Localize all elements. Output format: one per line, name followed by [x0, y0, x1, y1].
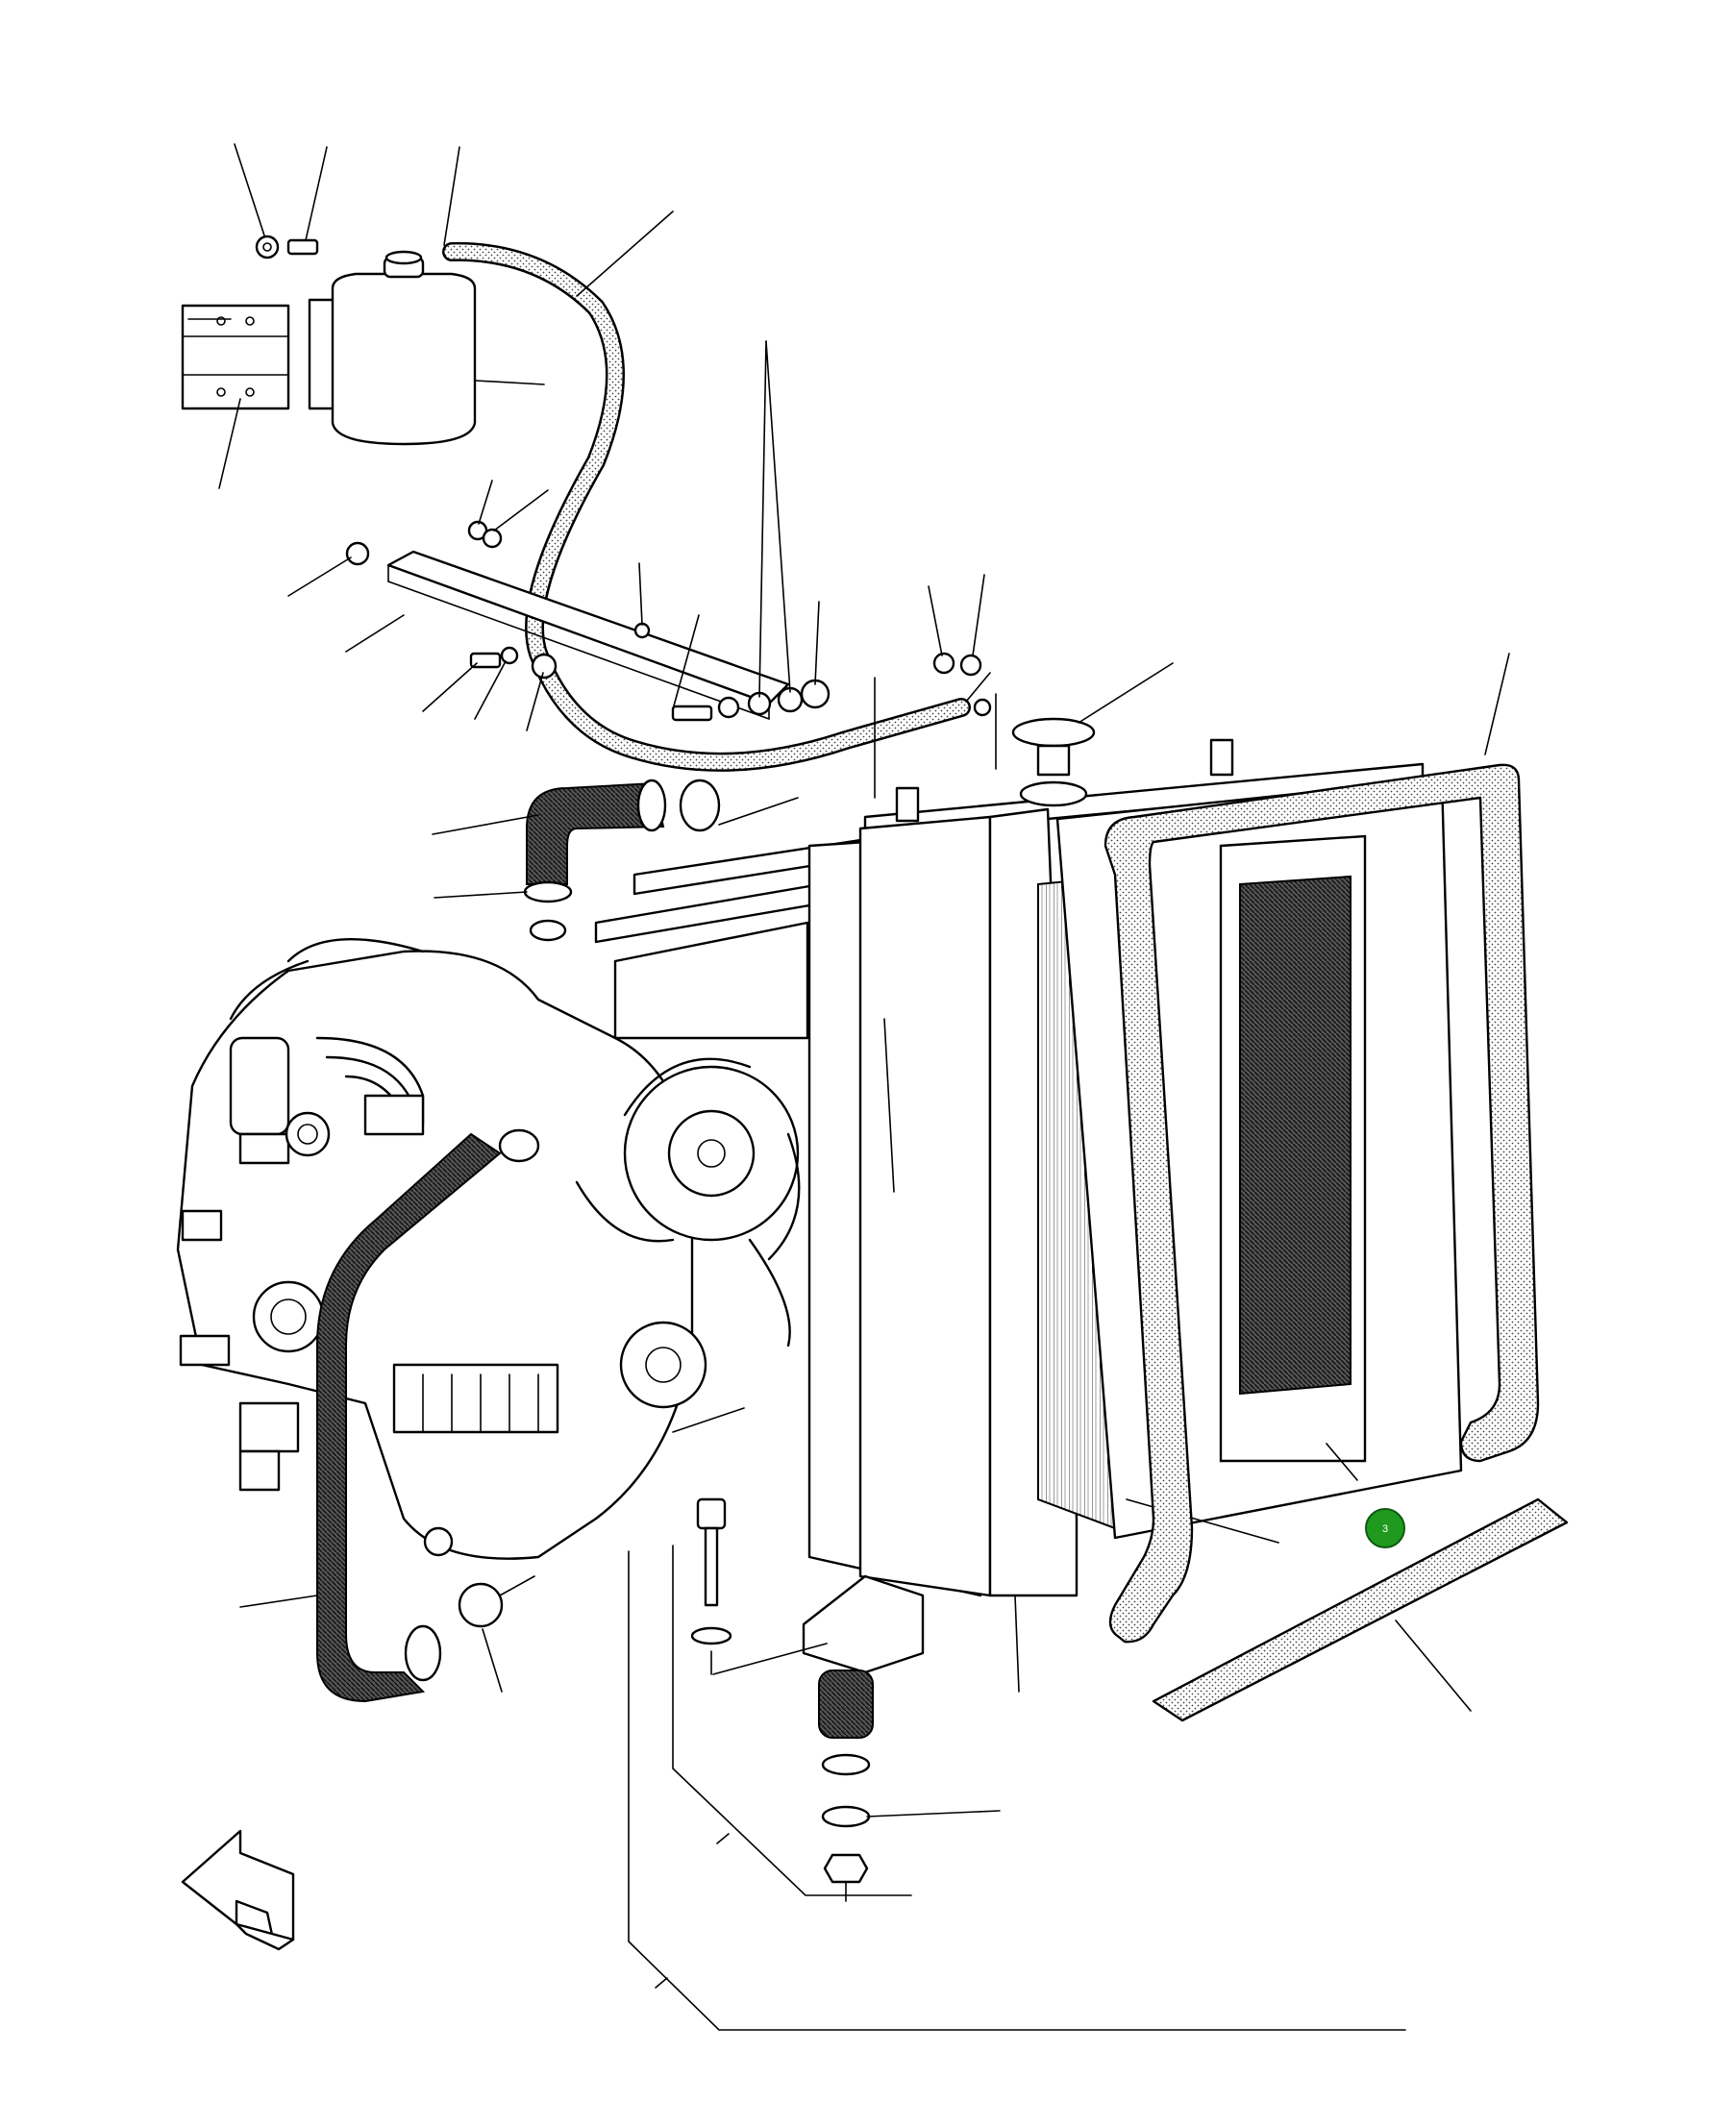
bottom-seal-strip	[1152, 1497, 1569, 1722]
expansion-tank-group	[181, 143, 545, 489]
lower-hose-clamp	[458, 1582, 504, 1628]
bolt	[286, 238, 319, 256]
lower-radiator-hose	[316, 1132, 502, 1703]
radiator-cap	[1011, 717, 1096, 748]
cooling-fan	[575, 1057, 801, 1348]
nut	[823, 1853, 869, 1884]
bottom-seal-strip-group	[1152, 1497, 1569, 1722]
hose-clamp	[679, 779, 721, 832]
support-bar	[386, 550, 790, 705]
radiator-seal	[1104, 763, 1540, 1644]
callout-marker[interactable]	[1365, 1508, 1405, 1548]
rubber-mount	[818, 1669, 874, 1739]
alternator-pulley	[619, 1321, 707, 1409]
expansion-tank	[331, 272, 477, 446]
radiator-side-tank	[858, 815, 992, 1597]
radiator-seal-group	[1104, 653, 1540, 1644]
lower-hose-group	[239, 1128, 745, 1703]
tank-bracket-plate	[181, 304, 290, 410]
radiator-group	[594, 662, 1463, 1693]
callout-label: 3	[1382, 1523, 1388, 1535]
washer	[255, 235, 280, 260]
support-bar-group	[287, 340, 985, 731]
upper-hose-group	[432, 779, 799, 942]
mount-hardware-group	[628, 1497, 1406, 2031]
callout-hotspot-3[interactable]: 3	[1365, 1508, 1405, 1548]
mount-bracket	[802, 1574, 925, 1674]
overflow-hose	[442, 241, 971, 772]
engine-block	[176, 938, 801, 1560]
front-direction-arrow	[181, 1829, 295, 1951]
mounting-bolt	[696, 1497, 727, 1530]
